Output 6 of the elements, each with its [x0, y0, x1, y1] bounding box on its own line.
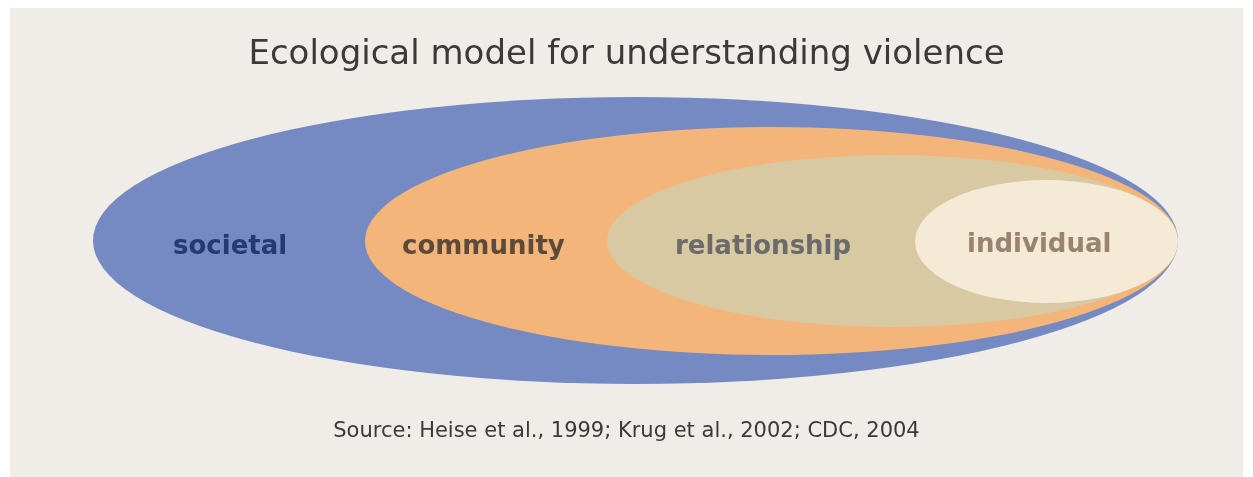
level-label: individual — [967, 228, 1112, 258]
source-caption: Source: Heise et al., 1999; Krug et al., 2002; CDC, 2004 — [332, 418, 921, 442]
level-label: societal — [173, 230, 288, 260]
diagram-title: Ecological model for understanding violence — [247, 32, 1006, 72]
level-label: relationship — [675, 230, 852, 260]
level-label: community — [402, 230, 565, 260]
